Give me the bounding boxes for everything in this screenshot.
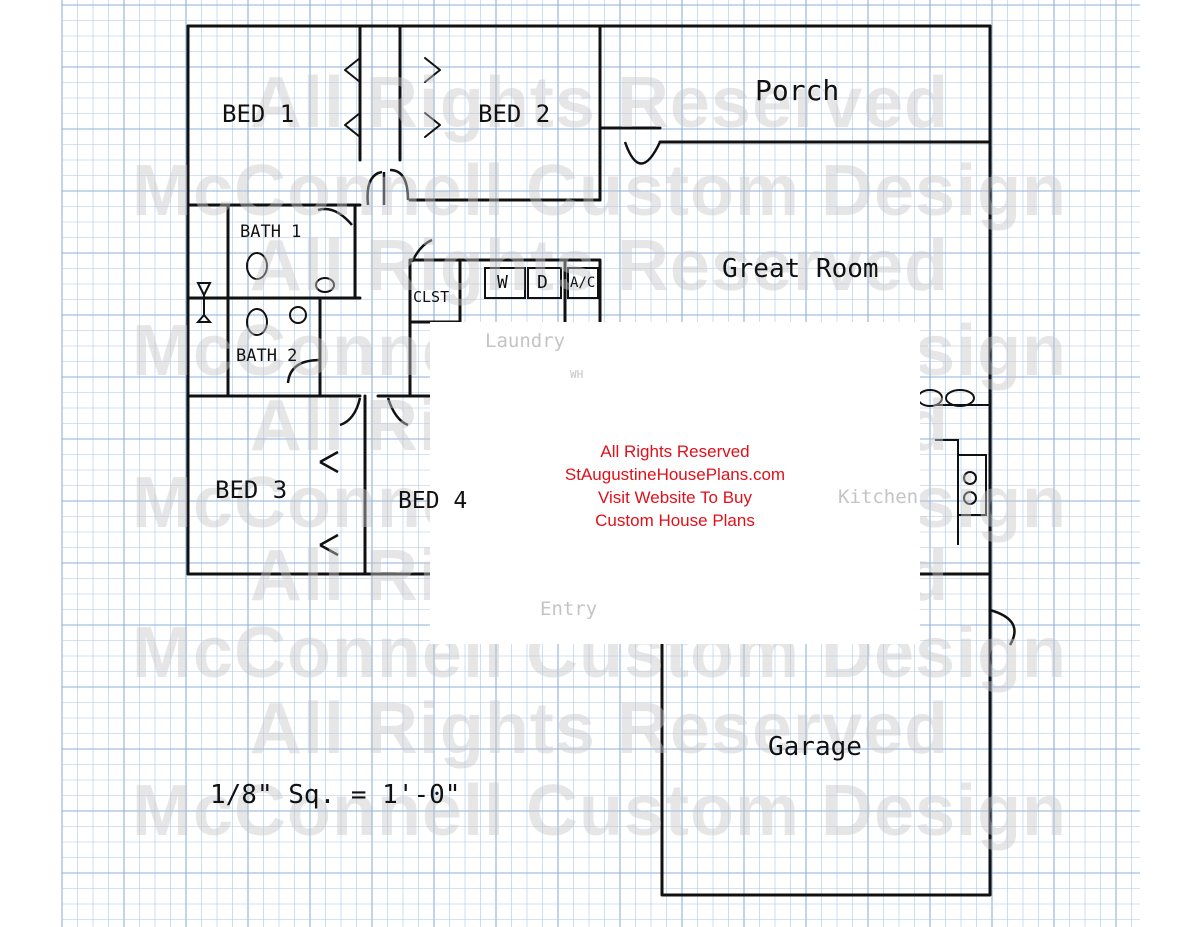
label-dryer: D (537, 272, 548, 293)
sink-1 (315, 277, 335, 293)
bath1-door-swing (317, 207, 353, 226)
closet-door-marks (344, 57, 441, 138)
wall-outlines (186, 24, 992, 897)
label-ac: A/C (570, 275, 596, 291)
label-bath1: BATH 1 (240, 222, 302, 242)
label-water-heater: WH (570, 368, 584, 381)
bed4-door-swing (386, 397, 409, 427)
range-burner-2 (963, 491, 977, 505)
label-washer: W (497, 272, 508, 293)
label-kitchen: Kitchen (838, 486, 919, 508)
label-entry: Entry (540, 598, 598, 620)
label-bath2: BATH 2 (236, 346, 298, 366)
garage-entry-swing (989, 608, 1016, 646)
washer-box (484, 267, 526, 299)
label-clst: CLST (413, 288, 450, 306)
fixtures (195, 252, 990, 545)
notice-line-4: Custom House Plans (595, 511, 755, 530)
watermark-rights-5: All Rights Reserved (249, 689, 950, 769)
watermark-company-5: McConnell Custom Design (131, 771, 1068, 851)
porch-bottom-wall (598, 126, 992, 144)
notice-line-1: All Rights Reserved (600, 442, 750, 461)
ac-box (567, 267, 599, 299)
bath2-door-swing (286, 358, 321, 384)
porch-door-swing (623, 141, 662, 165)
clst-door-swing (410, 238, 433, 263)
label-porch: Porch (755, 74, 840, 107)
watermark-rights-2: All Rights Reserved (249, 226, 950, 306)
label-bed4: BED 4 (398, 488, 468, 514)
dryer-box (527, 267, 562, 299)
copyright-notice: All Rights Reserved StAugustineHousePlan… (430, 440, 920, 532)
range-box (957, 454, 987, 516)
label-bed2: BED 2 (478, 100, 551, 128)
toilet-1 (246, 252, 268, 280)
notice-panel (430, 322, 920, 644)
closet3-marks (319, 450, 339, 557)
stool-2 (945, 389, 975, 407)
scale-note: 1/8" Sq. = 1'-0" (210, 780, 461, 810)
watermark-company-1: McConnell Custom Design (131, 151, 1068, 231)
label-great-room: Great Room (722, 254, 879, 284)
bed2-door-swing (389, 168, 410, 201)
bed3-door-swing (339, 397, 362, 427)
door-swings (286, 141, 1016, 646)
bed1-door-swing (366, 170, 386, 206)
sink-2 (289, 306, 307, 324)
label-laundry: Laundry (485, 330, 566, 352)
range-burner-1 (963, 471, 977, 485)
notice-line-2: StAugustineHousePlans.com (564, 465, 786, 484)
label-bed3: BED 3 (215, 476, 288, 504)
label-garage: Garage (768, 732, 862, 762)
watermark-rights-1: All Rights Reserved (249, 63, 950, 143)
notice-line-3: Visit Website To Buy (597, 488, 753, 507)
sink-stand-icon (195, 282, 213, 323)
label-bed1: BED 1 (222, 100, 295, 128)
toilet-2 (246, 308, 268, 336)
bed-top-lower-wall (186, 198, 602, 207)
